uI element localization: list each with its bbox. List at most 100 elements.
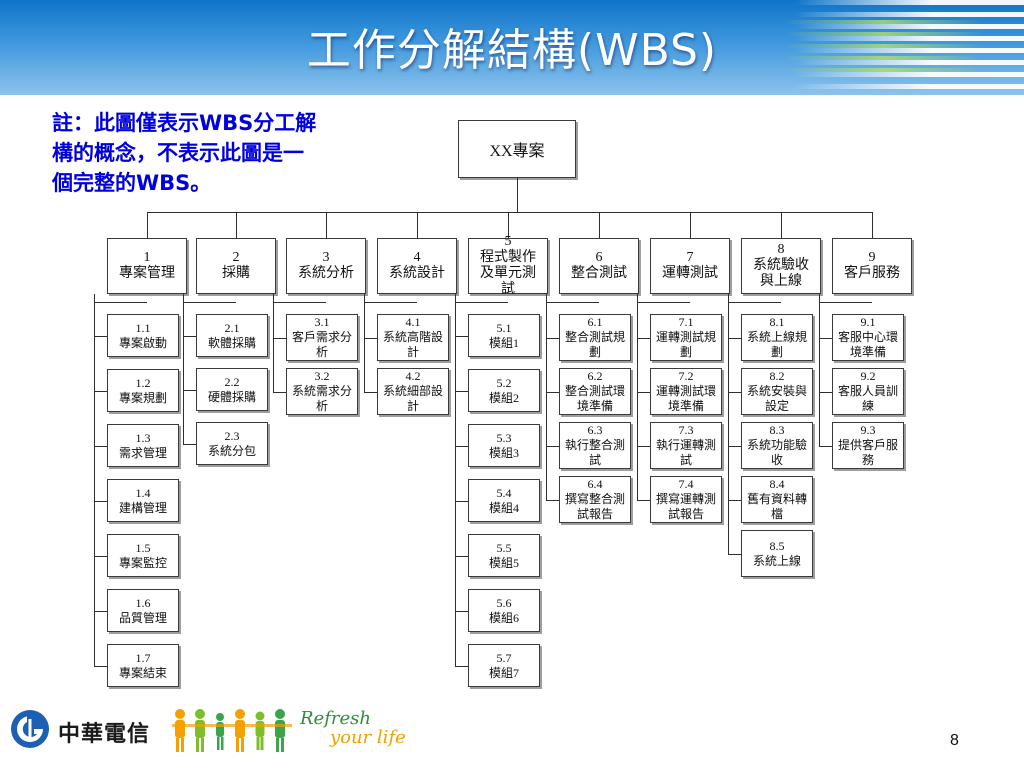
node-number: 6 — [595, 250, 603, 265]
node-name: 採購 — [222, 266, 250, 281]
node-name: 模組5 — [488, 555, 519, 570]
node-name: 系統設計 — [389, 266, 445, 281]
child-1.5-connector — [94, 555, 107, 557]
child-6.3-connector — [546, 445, 559, 447]
child-5.3-connector — [455, 445, 468, 447]
child-1.2-connector — [94, 390, 107, 392]
node-name: 專案管理 — [119, 266, 175, 281]
node-number: 5 — [504, 234, 512, 249]
node-name: 模組6 — [488, 610, 519, 625]
branch-6-drop — [546, 294, 547, 302]
branch-3-elbow — [273, 302, 326, 303]
page-number: 8 — [950, 732, 959, 749]
note-line-2: 構的概念，不表示此圖是一 — [52, 141, 304, 165]
node-number: 6.3 — [587, 423, 603, 437]
node-number: 5.6 — [496, 595, 512, 610]
node-name: 模組1 — [488, 335, 519, 350]
child-7.3-connector — [637, 445, 650, 447]
node-number: 1.7 — [135, 650, 151, 665]
branch-1-elbow — [94, 302, 147, 303]
node-name: 專案規劃 — [118, 390, 167, 405]
child-3.1-connector — [273, 337, 286, 339]
node-name: 模組2 — [488, 390, 519, 405]
child-9.1-connector — [819, 337, 832, 339]
root-connector — [517, 178, 518, 212]
branch-5-drop — [455, 294, 456, 302]
child-5.7-connector — [455, 665, 468, 667]
child-8.4-connector — [728, 499, 741, 501]
brand-name: 中華電信 — [58, 722, 151, 747]
node-number: 7 — [686, 250, 694, 265]
branch-2-drop — [183, 294, 184, 302]
branch-4-drop — [364, 294, 365, 302]
branch-7-drop — [637, 294, 638, 302]
child-4.2-connector — [364, 391, 377, 393]
node-number: 5.1 — [496, 320, 512, 335]
node-name: 執行運轉測試 — [655, 438, 716, 467]
node-number: 8.1 — [769, 315, 785, 329]
node-name: 模組7 — [488, 665, 519, 680]
branch-8-spine — [728, 302, 729, 554]
node-number: 8.5 — [769, 538, 785, 553]
node-name: 運轉測試規劃 — [655, 330, 716, 359]
branch-9-spine — [819, 302, 820, 446]
child-3.2-connector — [273, 391, 286, 393]
node-name: 模組4 — [488, 500, 519, 515]
node-name: 系統需求分析 — [291, 384, 352, 413]
node-number: 5.4 — [496, 485, 512, 500]
node-name: 撰寫運轉測試報告 — [655, 492, 716, 521]
node-number: 7.1 — [678, 315, 694, 329]
branch-8-connector — [781, 212, 782, 238]
node-name: 硬體採購 — [207, 389, 256, 404]
node-number: 1.2 — [135, 375, 151, 390]
root-node: XX專案 — [458, 120, 576, 178]
child-1.3-connector — [94, 445, 107, 447]
node-name: 整合測試 — [571, 266, 627, 281]
node-number: 9.2 — [860, 369, 876, 383]
node-number: 3.2 — [314, 369, 330, 383]
node-name: 客戶服務 — [844, 266, 900, 281]
node-number: 2.1 — [224, 320, 240, 335]
branch-1-spine — [94, 302, 95, 666]
child-5.1-connector — [455, 335, 468, 337]
slogan-line-2: your life — [330, 727, 406, 748]
note-line-3: 個完整的WBS。 — [52, 171, 212, 195]
node-name: 客服人員訓練 — [837, 384, 898, 413]
child-6.1-connector — [546, 337, 559, 339]
root-label: XX專案 — [489, 143, 545, 160]
node-number: 5.5 — [496, 540, 512, 555]
branch-4-connector — [417, 212, 418, 238]
node-name: 建構管理 — [118, 500, 167, 515]
node-name: 系統上線規劃 — [746, 330, 807, 359]
branch-6-spine — [546, 302, 547, 500]
child-5.6-connector — [455, 610, 468, 612]
node-number: 9.3 — [860, 423, 876, 437]
node-name: 運轉測試環境準備 — [655, 384, 716, 413]
node-number: 9.1 — [860, 315, 876, 329]
node-number: 4.1 — [405, 315, 421, 329]
branch-2-connector — [236, 212, 237, 238]
node-number: 2.3 — [224, 428, 240, 443]
child-1.7-connector — [94, 665, 107, 667]
child-5.5-connector — [455, 555, 468, 557]
node-name: 提供客戶服務 — [837, 438, 898, 467]
